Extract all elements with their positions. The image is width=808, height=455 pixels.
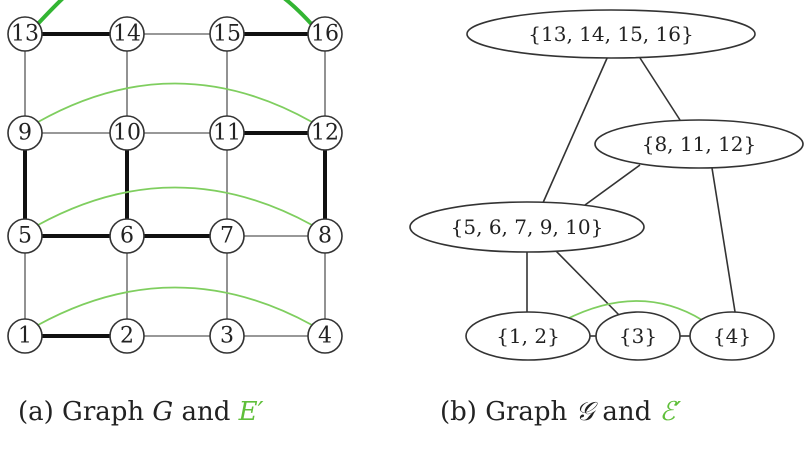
node-5: 5 [7,218,43,254]
node-5-6-7-9-10: {5, 6, 7, 9, 10} [409,201,645,253]
caption-b-prefix: (b) Graph [440,397,576,427]
svg-text:11: 11 [213,121,241,146]
svg-text:7: 7 [220,224,234,249]
panel-b-graph: {13, 14, 15, 16} {8, 11, 12} {5, 6, 7, 9… [409,9,804,361]
node-4: 4 [307,318,343,354]
node-13-14-15-16: {13, 14, 15, 16} [466,9,756,59]
caption-a-middle: and [173,397,238,427]
edge-top-to-5-10 [541,55,609,206]
svg-text:5: 5 [18,224,32,249]
green-edge-16 [283,0,317,30]
node-6: 6 [109,218,145,254]
node-15: 15 [209,16,245,52]
node-8: 8 [307,218,343,254]
caption-a-green: E′ [238,397,264,427]
green-arc-9-12 [37,82,313,123]
node-1: 1 [7,318,43,354]
svg-text:{5, 6, 7, 9, 10}: {5, 6, 7, 9, 10} [451,215,604,239]
node-1-2: {1, 2} [465,311,591,361]
svg-text:9: 9 [18,121,32,146]
caption-b-middle: and [594,397,659,427]
svg-text:{13, 14, 15, 16}: {13, 14, 15, 16} [528,22,693,46]
edge-8-12-to-4 [711,167,737,319]
node-12: 12 [307,115,343,151]
node-8-11-12: {8, 11, 12} [594,119,804,169]
node-7: 7 [209,218,245,254]
svg-text:1: 1 [18,324,32,349]
svg-text:3: 3 [220,324,234,349]
green-arc-1-4 [37,286,313,326]
node-14: 14 [109,16,145,52]
node-13: 13 [7,16,43,52]
node-16: 16 [307,16,343,52]
green-edge-13 [32,0,64,30]
svg-text:{1, 2}: {1, 2} [496,324,560,348]
node-2: 2 [109,318,145,354]
caption-a-prefix: (a) Graph [18,397,152,427]
caption-a-symbol: G [152,397,173,427]
node-10: 10 [109,115,145,151]
svg-text:4: 4 [318,324,332,349]
panel-a-graph: 13 14 15 16 9 10 11 12 [7,0,343,354]
svg-text:16: 16 [311,22,339,47]
svg-text:15: 15 [213,22,241,47]
caption-b-green: ℰ′ [660,397,682,427]
edge-8-12-to-5-10 [584,164,641,206]
caption-b-symbol: 𝒢 [576,397,599,427]
svg-text:{4}: {4} [713,324,751,348]
node-11: 11 [209,115,245,151]
node-3-set: {3} [595,311,681,361]
svg-text:6: 6 [120,224,134,249]
edge-5-10-to-3 [554,249,623,319]
svg-text:13: 13 [11,22,39,47]
svg-text:8: 8 [318,224,332,249]
edge-top-to-8-12 [639,57,681,121]
svg-text:12: 12 [311,121,339,146]
node-4-set: {4} [689,311,775,361]
node-9: 9 [7,115,43,151]
svg-text:10: 10 [113,121,141,146]
svg-text:{3}: {3} [619,324,657,348]
svg-text:2: 2 [120,324,134,349]
svg-text:{8, 11, 12}: {8, 11, 12} [642,132,757,156]
caption-b: (b) Graph 𝒢 and ℰ′ [440,397,681,427]
green-arc-5-8 [37,186,313,226]
svg-text:14: 14 [113,22,141,47]
caption-a: (a) Graph G and E′ [18,397,264,427]
green-arc-1-2-to-4 [564,300,703,321]
node-3: 3 [209,318,245,354]
